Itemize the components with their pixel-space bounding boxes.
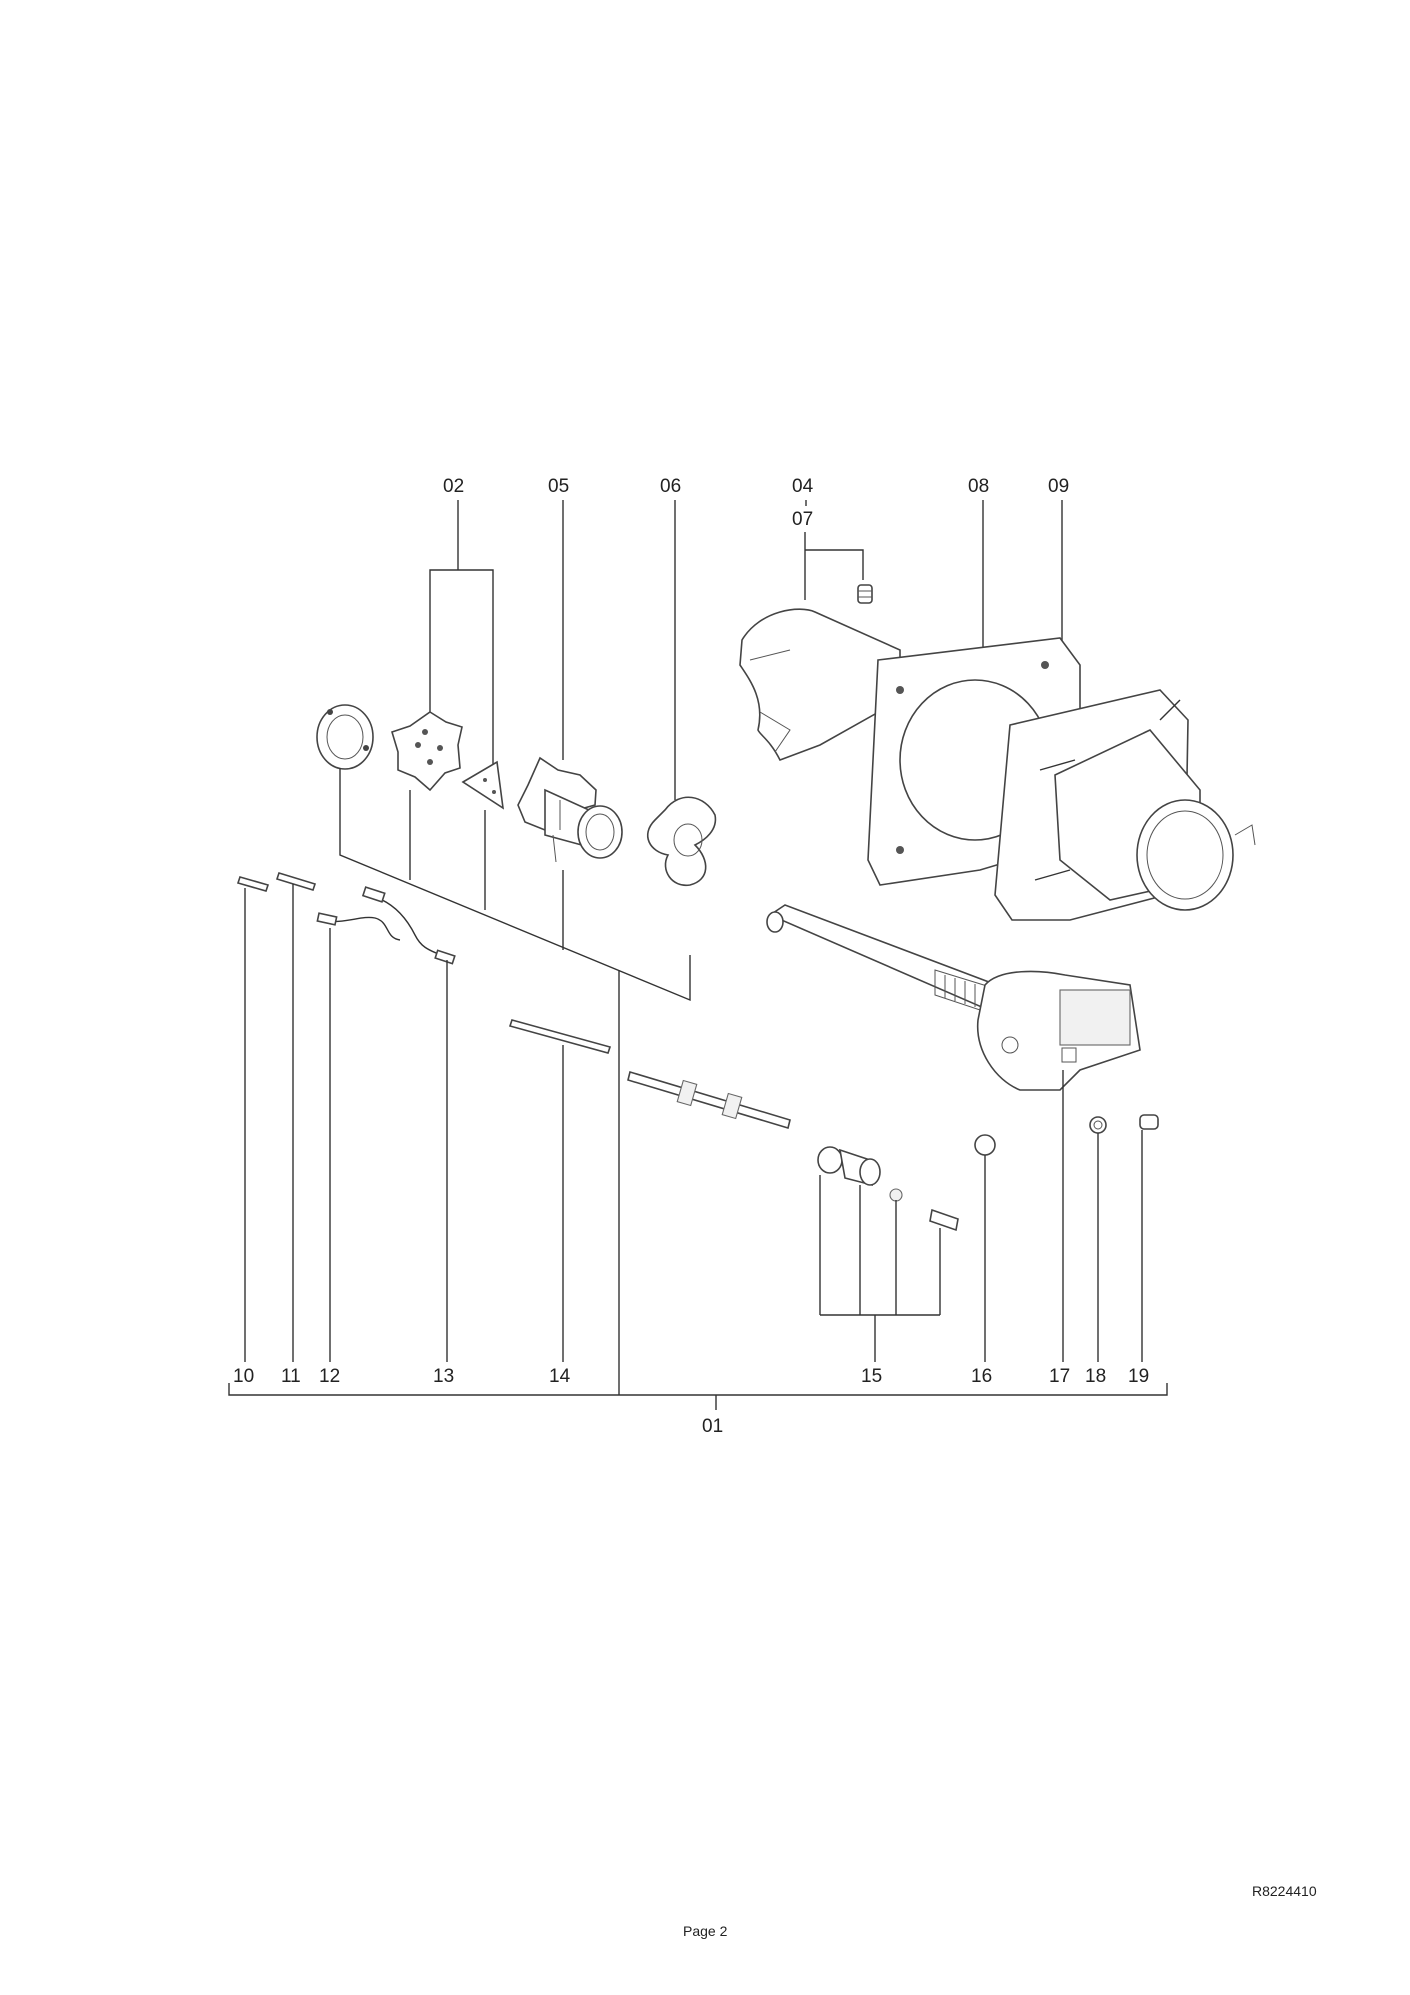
part-15-nozzle-holder [817, 1146, 881, 1187]
label-12: 12 [319, 1366, 340, 1387]
part-19-fitting [1139, 1114, 1159, 1130]
part-02-ring [316, 704, 374, 770]
part-06-impeller [646, 796, 717, 886]
label-16: 16 [971, 1366, 992, 1387]
label-10: 10 [233, 1366, 254, 1387]
label-04: 04 [792, 476, 814, 497]
page-number: Page 2 [683, 1923, 728, 1939]
part-13-ignition-cable [361, 886, 456, 965]
part-18-fitting [1089, 1116, 1107, 1134]
label-11: 11 [281, 1366, 301, 1387]
part-07-screw [857, 584, 873, 604]
part-15-nut [889, 1188, 903, 1202]
label-15: 15 [861, 1366, 882, 1387]
label-07: 07 [792, 509, 813, 530]
part-12-ignition-cable [316, 912, 401, 941]
label-13: 13 [433, 1366, 454, 1387]
label-18: 18 [1085, 1366, 1106, 1387]
part-04-tube [739, 608, 901, 762]
label-06: 06 [660, 476, 681, 497]
part-11-electrode [275, 872, 317, 891]
label-08: 08 [968, 476, 989, 497]
part-09-flange-cone [994, 689, 1256, 921]
label-09: 09 [1048, 476, 1069, 497]
document-reference: R8224410 [1252, 1883, 1317, 1899]
part-16-cap [974, 1134, 996, 1156]
label-17: 17 [1049, 1366, 1070, 1387]
part-14-rod [508, 1019, 612, 1054]
part-02-triangle-plate [461, 760, 505, 810]
part-05-fan-housing [517, 756, 623, 863]
label-19: 19 [1128, 1366, 1149, 1387]
part-10-electrode [236, 876, 270, 892]
part-02-star-disc [391, 711, 463, 792]
part-17-burner-assembly [766, 904, 1141, 1091]
label-14: 14 [549, 1366, 571, 1387]
label-05: 05 [548, 476, 569, 497]
part-15-nozzle [929, 1208, 959, 1232]
label-02: 02 [443, 476, 464, 497]
bottom-leader-lines [228, 768, 1168, 1410]
part-15-lance-shaft [627, 1070, 791, 1130]
label-01: 01 [702, 1416, 723, 1437]
